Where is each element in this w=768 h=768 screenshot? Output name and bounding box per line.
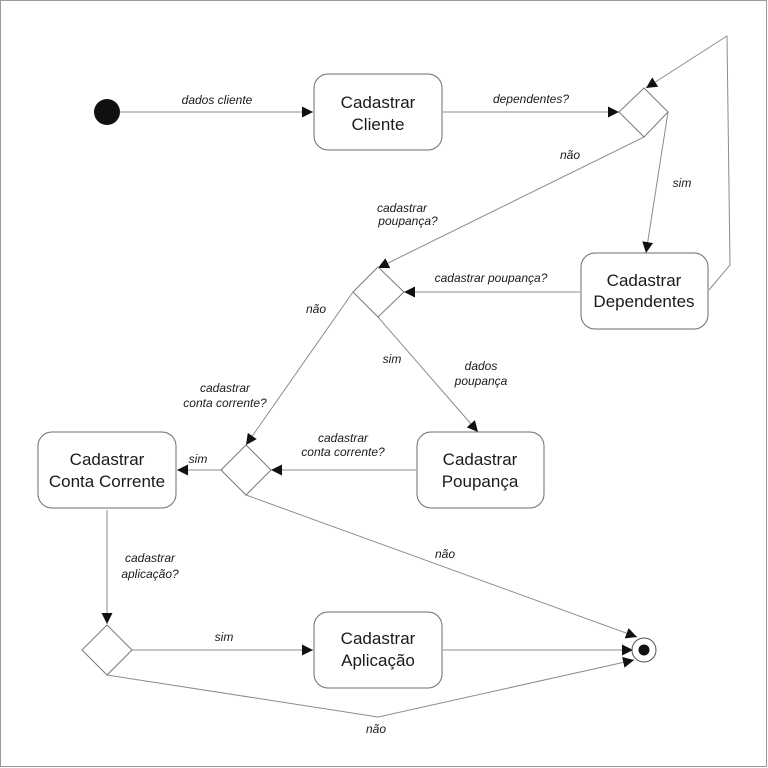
state-label-line2: Poupança (442, 472, 519, 491)
edge-label-sim: sim (189, 452, 208, 466)
edge-label-sim: sim (673, 176, 692, 190)
state-label-line2: Aplicação (341, 651, 415, 670)
state-cadastrar-conta-corrente[interactable]: Cadastrar Conta Corrente (37, 431, 177, 509)
edge-label-sim: sim (383, 352, 402, 366)
state-label-line2: Cliente (352, 115, 405, 134)
edge-label-nao: não (366, 722, 386, 736)
decision-aplicacao[interactable] (81, 624, 133, 676)
edge-label-cadastrar-aplicacao-line1: cadastrar (125, 551, 176, 565)
edge-label-cadastrar-cc-inline-line1: cadastrar (318, 431, 369, 445)
initial-node (94, 99, 120, 125)
edge-decision-poupanca-nao (245, 291, 354, 446)
edge-label-nao: não (306, 302, 326, 316)
state-label-line2: Dependentes (593, 292, 694, 311)
edge-label-dados-poupanca-line1: dados (465, 359, 498, 373)
edge-label-cadastrar-poupanca-line2: poupança? (377, 214, 438, 228)
decision-poupanca[interactable] (352, 266, 405, 318)
state-label-line1: Cadastrar (607, 271, 682, 290)
edge-label-cadastrar-cc-line2: conta corrente? (183, 396, 267, 410)
edge-dependentes-loop-back (645, 35, 731, 291)
edge-label-nao: não (560, 148, 580, 162)
state-label-line1: Cadastrar (341, 93, 416, 112)
edge-label-cadastrar-poupanca-line1: cadastrar (377, 201, 428, 215)
state-cadastrar-poupanca[interactable]: Cadastrar Poupança (416, 431, 545, 509)
edge-label-cadastrar-cc-line1: cadastrar (200, 381, 251, 395)
edge-label-cadastrar-aplicacao-line2: aplicação? (121, 567, 179, 581)
edge-decision-dependentes-nao (377, 136, 645, 269)
edge-label-cadastrar-poupanca-inline: cadastrar poupança? (435, 271, 548, 285)
state-cadastrar-aplicacao[interactable]: Cadastrar Aplicação (313, 611, 443, 689)
edge-decision-dependentes-sim (642, 111, 669, 254)
state-cadastrar-cliente[interactable]: Cadastrar Cliente (313, 73, 443, 151)
edge-label-cadastrar-cc-inline-line2: conta corrente? (301, 445, 385, 459)
state-label-line1: Cadastrar (341, 629, 416, 648)
state-label-line2: Conta Corrente (49, 472, 165, 491)
state-cadastrar-dependentes[interactable]: Cadastrar Dependentes (580, 252, 709, 330)
state-label-line1: Cadastrar (70, 450, 145, 469)
edge-label-sim: sim (215, 630, 234, 644)
edge-decision-poupanca-sim (377, 316, 479, 433)
edge-label-dependentes: dependentes? (493, 92, 569, 106)
edge-decision-cc-nao (245, 494, 638, 639)
edge-decision-aplicacao-nao (106, 657, 635, 718)
decision-dependentes[interactable] (618, 87, 669, 138)
decision-conta-corrente[interactable] (220, 444, 272, 496)
final-node-inner (638, 644, 650, 656)
edge-label-nao: não (435, 547, 455, 561)
state-label-line1: Cadastrar (443, 450, 518, 469)
edge-label-dados-poupanca-line2: poupança (454, 374, 508, 388)
edge-label-dados-cliente: dados cliente (182, 93, 253, 107)
